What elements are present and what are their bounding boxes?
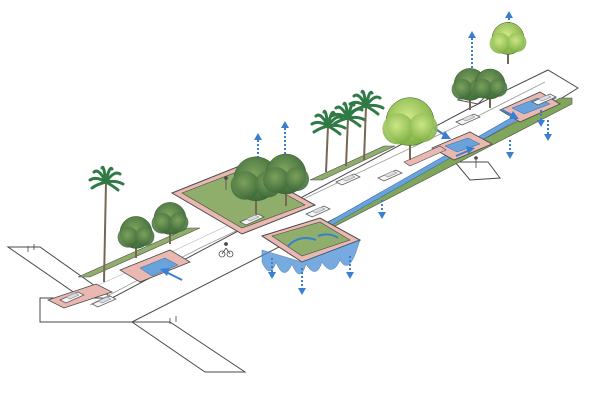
- dotted-up-arrow-icon: [254, 133, 262, 168]
- tree-icon: [263, 153, 309, 206]
- tree-icon: [382, 97, 438, 160]
- flow-arrow-icon: [501, 109, 519, 119]
- flow-arrow-icon: [160, 268, 183, 281]
- car-icon: [335, 173, 361, 186]
- bollards: [27, 244, 177, 324]
- rain-garden-water: [261, 239, 361, 275]
- planting-strips: [77, 97, 573, 278]
- palm-tree-icon: [348, 89, 385, 161]
- plazas: [46, 91, 561, 309]
- cyclist-icon: [218, 242, 234, 258]
- car-icon: [455, 113, 481, 126]
- car-icon: [531, 93, 557, 106]
- pedestrian-icon: [474, 156, 478, 168]
- street-slab: [6, 69, 579, 373]
- dotted-down-arrow-icon: [268, 258, 276, 279]
- car-icon: [91, 295, 117, 308]
- dotted-up-arrow-icon: [281, 121, 289, 156]
- palm-tree-icon: [330, 101, 367, 167]
- dotted-down-arrow-icon: [346, 256, 354, 279]
- palm-tree-icon: [88, 165, 125, 283]
- cars: [59, 93, 557, 308]
- flow-swirls: [287, 233, 339, 247]
- plaza-right-water: [444, 137, 481, 153]
- people: [27, 156, 478, 324]
- paver-strip: [403, 145, 447, 167]
- tree-icon: [472, 68, 508, 108]
- flow-arrows: [160, 109, 519, 281]
- cross-street-bottom: [130, 321, 247, 373]
- trees: [88, 22, 527, 283]
- tree-icon: [117, 216, 155, 258]
- tree-icon: [489, 22, 527, 64]
- car-icon: [59, 291, 85, 304]
- cross-street-right: [453, 161, 501, 181]
- tree-icon: [151, 202, 189, 244]
- car-icon: [239, 213, 265, 226]
- car-icon: [377, 169, 403, 182]
- dotted-down-arrow-icon: [298, 268, 306, 295]
- dotted-down-arrow-icon: [506, 140, 514, 159]
- dotted-down-arrow-icon: [544, 120, 552, 141]
- flow-swirl: [317, 233, 339, 239]
- pedestrian-icon: [224, 176, 228, 190]
- car-icon: [305, 205, 331, 218]
- grass-strip-top: [309, 145, 396, 181]
- planter-left-water: [139, 257, 179, 277]
- dotted-down-arrow-icon: [537, 110, 545, 127]
- dotted-down-arrow-icon: [378, 200, 386, 219]
- flow-arrow-icon: [455, 146, 475, 157]
- flow-swirl: [287, 237, 317, 247]
- palm-tree-icon: [310, 109, 347, 173]
